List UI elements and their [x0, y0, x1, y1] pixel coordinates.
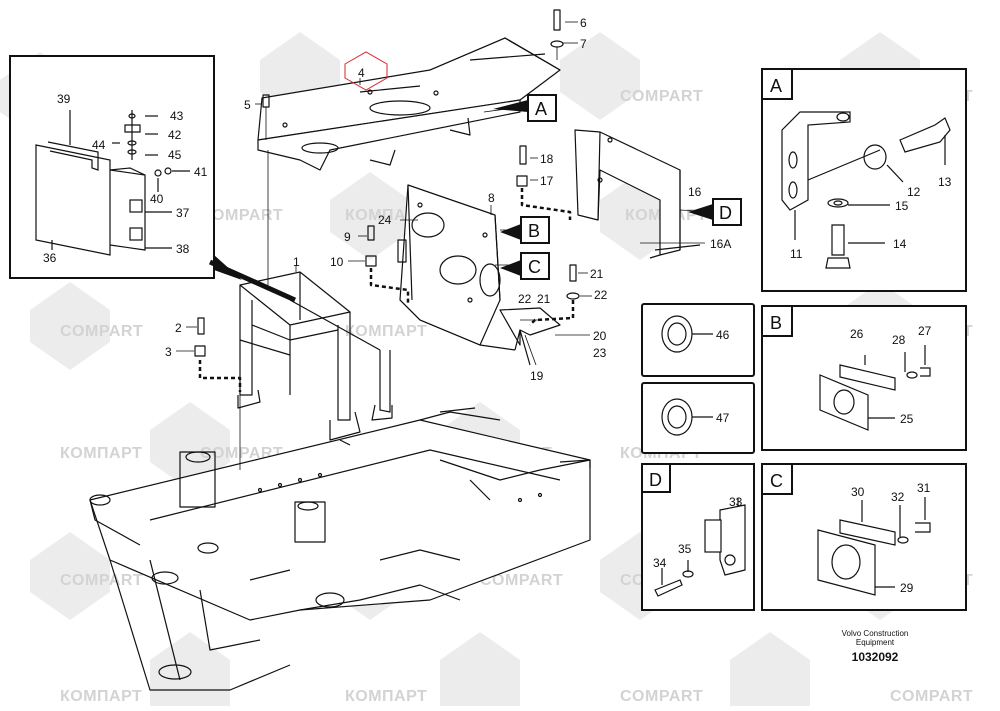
- part-label-30: 30: [851, 485, 865, 499]
- part-label-42: 42: [168, 128, 182, 142]
- detail-panel-a-title: A: [770, 76, 782, 96]
- callout-label-c: C: [528, 257, 541, 277]
- part-label-20: 20: [593, 329, 607, 343]
- watermark-text: COMPART: [200, 207, 283, 224]
- part-label-25: 25: [900, 412, 914, 426]
- inset-detail: [9, 55, 297, 303]
- part-label-39: 39: [57, 92, 71, 106]
- center-plate-part: [397, 184, 516, 351]
- part-label-1: 1: [293, 255, 300, 269]
- detail-panel-d: D: [641, 463, 755, 611]
- part-labels: 4 5 6 7 1 2 3 8 9 10 24 18 17 16 16A 21 …: [43, 16, 952, 595]
- part-label-6: 6: [580, 16, 587, 30]
- part-label-18: 18: [540, 152, 554, 166]
- part-label-37: 37: [176, 206, 190, 220]
- part-label-38: 38: [176, 242, 190, 256]
- watermark-text: КОМПАРТ: [60, 445, 142, 462]
- detail-panel-b: B: [761, 305, 967, 451]
- part-label-33: 33: [729, 495, 743, 509]
- part-label-28: 28: [892, 333, 906, 347]
- drawing-code: 1032092: [852, 650, 899, 664]
- part-label-13: 13: [938, 175, 952, 189]
- watermark-text: КОМПАРТ: [60, 688, 142, 705]
- part-label-3: 3: [165, 345, 172, 359]
- part-label-15: 15: [895, 199, 909, 213]
- part-label-46: 46: [716, 328, 730, 342]
- part-label-45: 45: [168, 148, 182, 162]
- watermark-text: COMPART: [60, 323, 143, 340]
- callout-label-d: D: [719, 203, 732, 223]
- part-label-16a: 16A: [710, 237, 731, 251]
- part-label-5: 5: [244, 98, 251, 112]
- part-label-9: 9: [344, 230, 351, 244]
- detail-panel-46: [641, 303, 755, 377]
- watermark-text: КОМПАРТ: [345, 688, 427, 705]
- part-label-36: 36: [43, 251, 57, 265]
- bracket-frame-part: [237, 271, 393, 441]
- part-label-17: 17: [540, 174, 554, 188]
- part-label-14: 14: [893, 237, 907, 251]
- part-label-2: 2: [175, 321, 182, 335]
- part-label-4: 4: [358, 66, 365, 80]
- part-label-19: 19: [530, 369, 544, 383]
- detail-panel-c-title: C: [770, 471, 783, 491]
- callout-boxes: A B C D: [520, 94, 742, 280]
- part-label-8: 8: [488, 191, 495, 205]
- part-label-31: 31: [917, 481, 931, 495]
- part-label-44: 44: [92, 138, 106, 152]
- part-label-40: 40: [150, 192, 164, 206]
- watermark-text: COMPART: [620, 88, 703, 105]
- part-label-21-right: 21: [590, 267, 604, 281]
- highlight-hexagon: [344, 51, 388, 91]
- watermark-text: COMPART: [480, 572, 563, 589]
- part-label-21: 21: [537, 292, 551, 306]
- callout-arrows: [493, 100, 713, 276]
- part-label-22-right: 22: [594, 288, 608, 302]
- cover-plate-part: [257, 37, 561, 171]
- callout-label-b: B: [528, 221, 540, 241]
- part-label-43: 43: [170, 109, 184, 123]
- brand-line-1: Volvo Construction: [842, 629, 909, 638]
- footer: Volvo Construction Equipment 1032092: [842, 629, 909, 664]
- detail-panel-47: [641, 382, 755, 454]
- part-label-7: 7: [580, 37, 587, 51]
- detail-panel-c: C: [761, 463, 967, 611]
- watermark-text: COMPART: [890, 688, 973, 705]
- part-label-35: 35: [678, 542, 692, 556]
- detail-panel-b-title: B: [770, 313, 782, 333]
- callout-label-a: A: [535, 99, 547, 119]
- watermark-text: КОМПАРТ: [345, 323, 427, 340]
- callout-box-c: [520, 252, 550, 280]
- part-label-12: 12: [907, 185, 921, 199]
- part-label-22: 22: [518, 292, 532, 306]
- callout-box-d: [712, 198, 742, 226]
- part-label-27: 27: [918, 324, 932, 338]
- part-label-32: 32: [891, 490, 905, 504]
- part-label-23: 23: [593, 346, 607, 360]
- part-label-26: 26: [850, 327, 864, 341]
- detail-panel-a: A: [761, 68, 967, 292]
- callout-box-a: [527, 94, 557, 122]
- lower-bracket-part: [499, 307, 561, 366]
- detail-panel-d-title: D: [649, 470, 662, 490]
- watermark-text: COMPART: [60, 572, 143, 589]
- dashed-lines: [198, 188, 575, 392]
- part-label-34: 34: [653, 556, 667, 570]
- chassis-frame: [89, 407, 591, 691]
- fasteners: [194, 9, 580, 357]
- part-label-16: 16: [688, 185, 702, 199]
- brand-line-2: Equipment: [856, 638, 895, 647]
- part-label-11: 11: [790, 247, 803, 261]
- part-label-47: 47: [716, 411, 730, 425]
- watermark-text: COMPART: [620, 688, 703, 705]
- callout-box-b: [520, 216, 550, 244]
- part-label-29: 29: [900, 581, 914, 595]
- part-label-10: 10: [330, 255, 344, 269]
- part-label-41: 41: [194, 165, 208, 179]
- part-label-24: 24: [378, 213, 392, 227]
